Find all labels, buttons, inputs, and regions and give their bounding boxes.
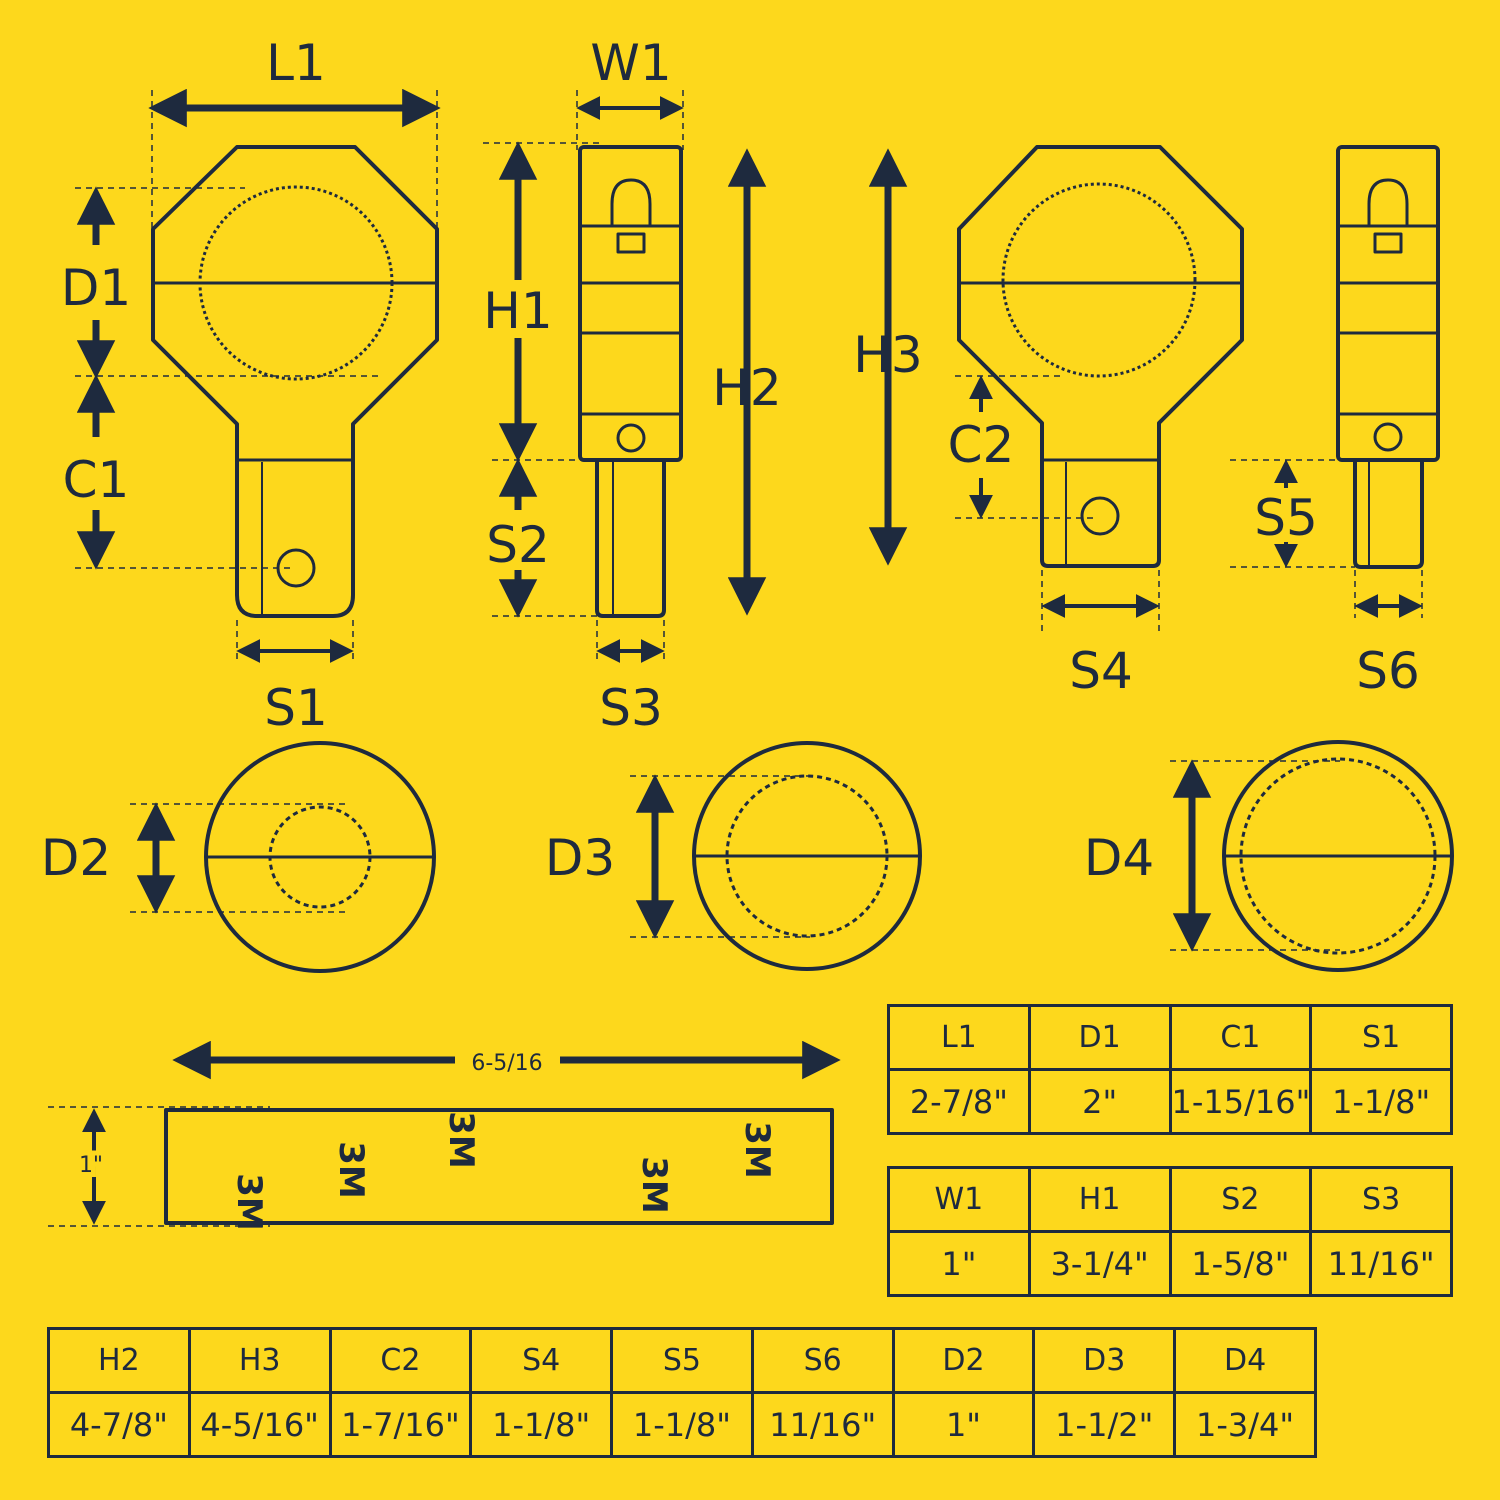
tape-logo-2: 3M (441, 1111, 481, 1169)
t3-value-d4: 1-3/4" (1173, 1391, 1317, 1458)
t1-value-d1: 2" (1027, 1068, 1172, 1135)
t3-header-c2: C2 (328, 1327, 473, 1394)
spec-table-2-value-row: 1" 3-1/4" 1-5/8" 11/16" (887, 1230, 1453, 1297)
t3-value-h2: 4-7/8" (47, 1391, 191, 1458)
insert-ring-d3-inner (725, 774, 889, 938)
insert-ring-d2-inner (268, 805, 372, 909)
label-s1: S1 (264, 679, 328, 737)
tape-logo-5: 3M (229, 1173, 269, 1231)
clamp-a-front-body (151, 145, 439, 618)
tape-strip (164, 1108, 834, 1225)
spec-table-3-value-row: 4-7/8" 4-5/16" 1-7/16" 1-1/8" 1-1/8" 11/… (47, 1391, 1317, 1458)
t1-header-c1: C1 (1168, 1004, 1313, 1071)
t3-value-s5: 1-1/8" (610, 1391, 754, 1458)
tape-logo-3: 3M (634, 1156, 674, 1214)
t3-value-d3: 1-1/2" (1032, 1391, 1177, 1458)
t3-header-h2: H2 (47, 1327, 191, 1394)
t2-header-w1: W1 (887, 1166, 1031, 1233)
spec-table-1: L1 D1 C1 S1 2-7/8" 2" 1-15/16" 1-1/8" (887, 1004, 1453, 1135)
spec-table-1-value-row: 2-7/8" 2" 1-15/16" 1-1/8" (887, 1068, 1453, 1135)
label-l1: L1 (266, 34, 326, 92)
t2-value-h1: 3-1/4" (1027, 1230, 1172, 1297)
t2-header-s3: S3 (1309, 1166, 1453, 1233)
t3-header-d4: D4 (1173, 1327, 1317, 1394)
t1-header-l1: L1 (887, 1004, 1031, 1071)
tape-logo-1: 3M (331, 1141, 371, 1199)
label-d3: D3 (545, 829, 615, 887)
clamp-a-hole (276, 548, 316, 588)
label-s3: S3 (599, 679, 663, 737)
clamp-b-hole (1080, 496, 1120, 536)
t3-header-s5: S5 (610, 1327, 754, 1394)
spec-table-2-header-row: W1 H1 S2 S3 (887, 1166, 1453, 1233)
t3-value-s4: 1-1/8" (469, 1391, 614, 1458)
clamp-b-bore (1001, 182, 1197, 378)
label-s6: S6 (1356, 642, 1420, 700)
tape-logo-4: 3M (737, 1121, 777, 1179)
t3-header-s6: S6 (750, 1327, 895, 1394)
t2-value-s2: 1-5/8" (1168, 1230, 1313, 1297)
label-s2: S2 (486, 516, 550, 574)
t3-header-d3: D3 (1032, 1327, 1177, 1394)
insert-ring-d4-inner (1239, 757, 1437, 955)
t2-header-s2: S2 (1168, 1166, 1313, 1233)
label-h1: H1 (483, 282, 552, 340)
t3-value-d2: 1" (891, 1391, 1036, 1458)
label-c1: C1 (63, 451, 130, 509)
spec-table-3-header-row: H2 H3 C2 S4 S5 S6 D2 D3 D4 (47, 1327, 1317, 1394)
t2-header-h1: H1 (1027, 1166, 1172, 1233)
t2-value-w1: 1" (887, 1230, 1031, 1297)
t3-header-d2: D2 (891, 1327, 1036, 1394)
label-d4: D4 (1084, 829, 1154, 887)
clamp-b-front-body (957, 145, 1244, 568)
t3-value-s6: 11/16" (750, 1391, 895, 1458)
t2-value-s3: 11/16" (1309, 1230, 1453, 1297)
label-s4: S4 (1069, 642, 1133, 700)
label-d2: D2 (41, 829, 111, 887)
clamp-a-bore (198, 185, 394, 381)
t3-header-h3: H3 (187, 1327, 332, 1394)
label-c2: C2 (948, 416, 1015, 474)
t1-header-s1: S1 (1309, 1004, 1453, 1071)
label-tape-length: 6-5/16 (471, 1051, 542, 1076)
label-s5: S5 (1254, 489, 1318, 547)
spec-table-3: H2 H3 C2 S4 S5 S6 D2 D3 D4 4-7/8" 4-5/16… (47, 1327, 1317, 1458)
spec-table-1-header-row: L1 D1 C1 S1 (887, 1004, 1453, 1071)
t1-value-c1: 1-15/16" (1168, 1068, 1313, 1135)
t3-value-c2: 1-7/16" (328, 1391, 473, 1458)
label-h2: H2 (712, 359, 781, 417)
t3-value-h3: 4-5/16" (187, 1391, 332, 1458)
label-w1: W1 (590, 34, 671, 92)
label-tape-height: 1" (79, 1153, 103, 1178)
label-h3: H3 (853, 326, 922, 384)
t1-header-d1: D1 (1027, 1004, 1172, 1071)
label-d1: D1 (61, 259, 131, 317)
t1-value-s1: 1-1/8" (1309, 1068, 1453, 1135)
t3-header-s4: S4 (469, 1327, 614, 1394)
t1-value-l1: 2-7/8" (887, 1068, 1031, 1135)
spec-table-2: W1 H1 S2 S3 1" 3-1/4" 1-5/8" 11/16" (887, 1166, 1453, 1297)
